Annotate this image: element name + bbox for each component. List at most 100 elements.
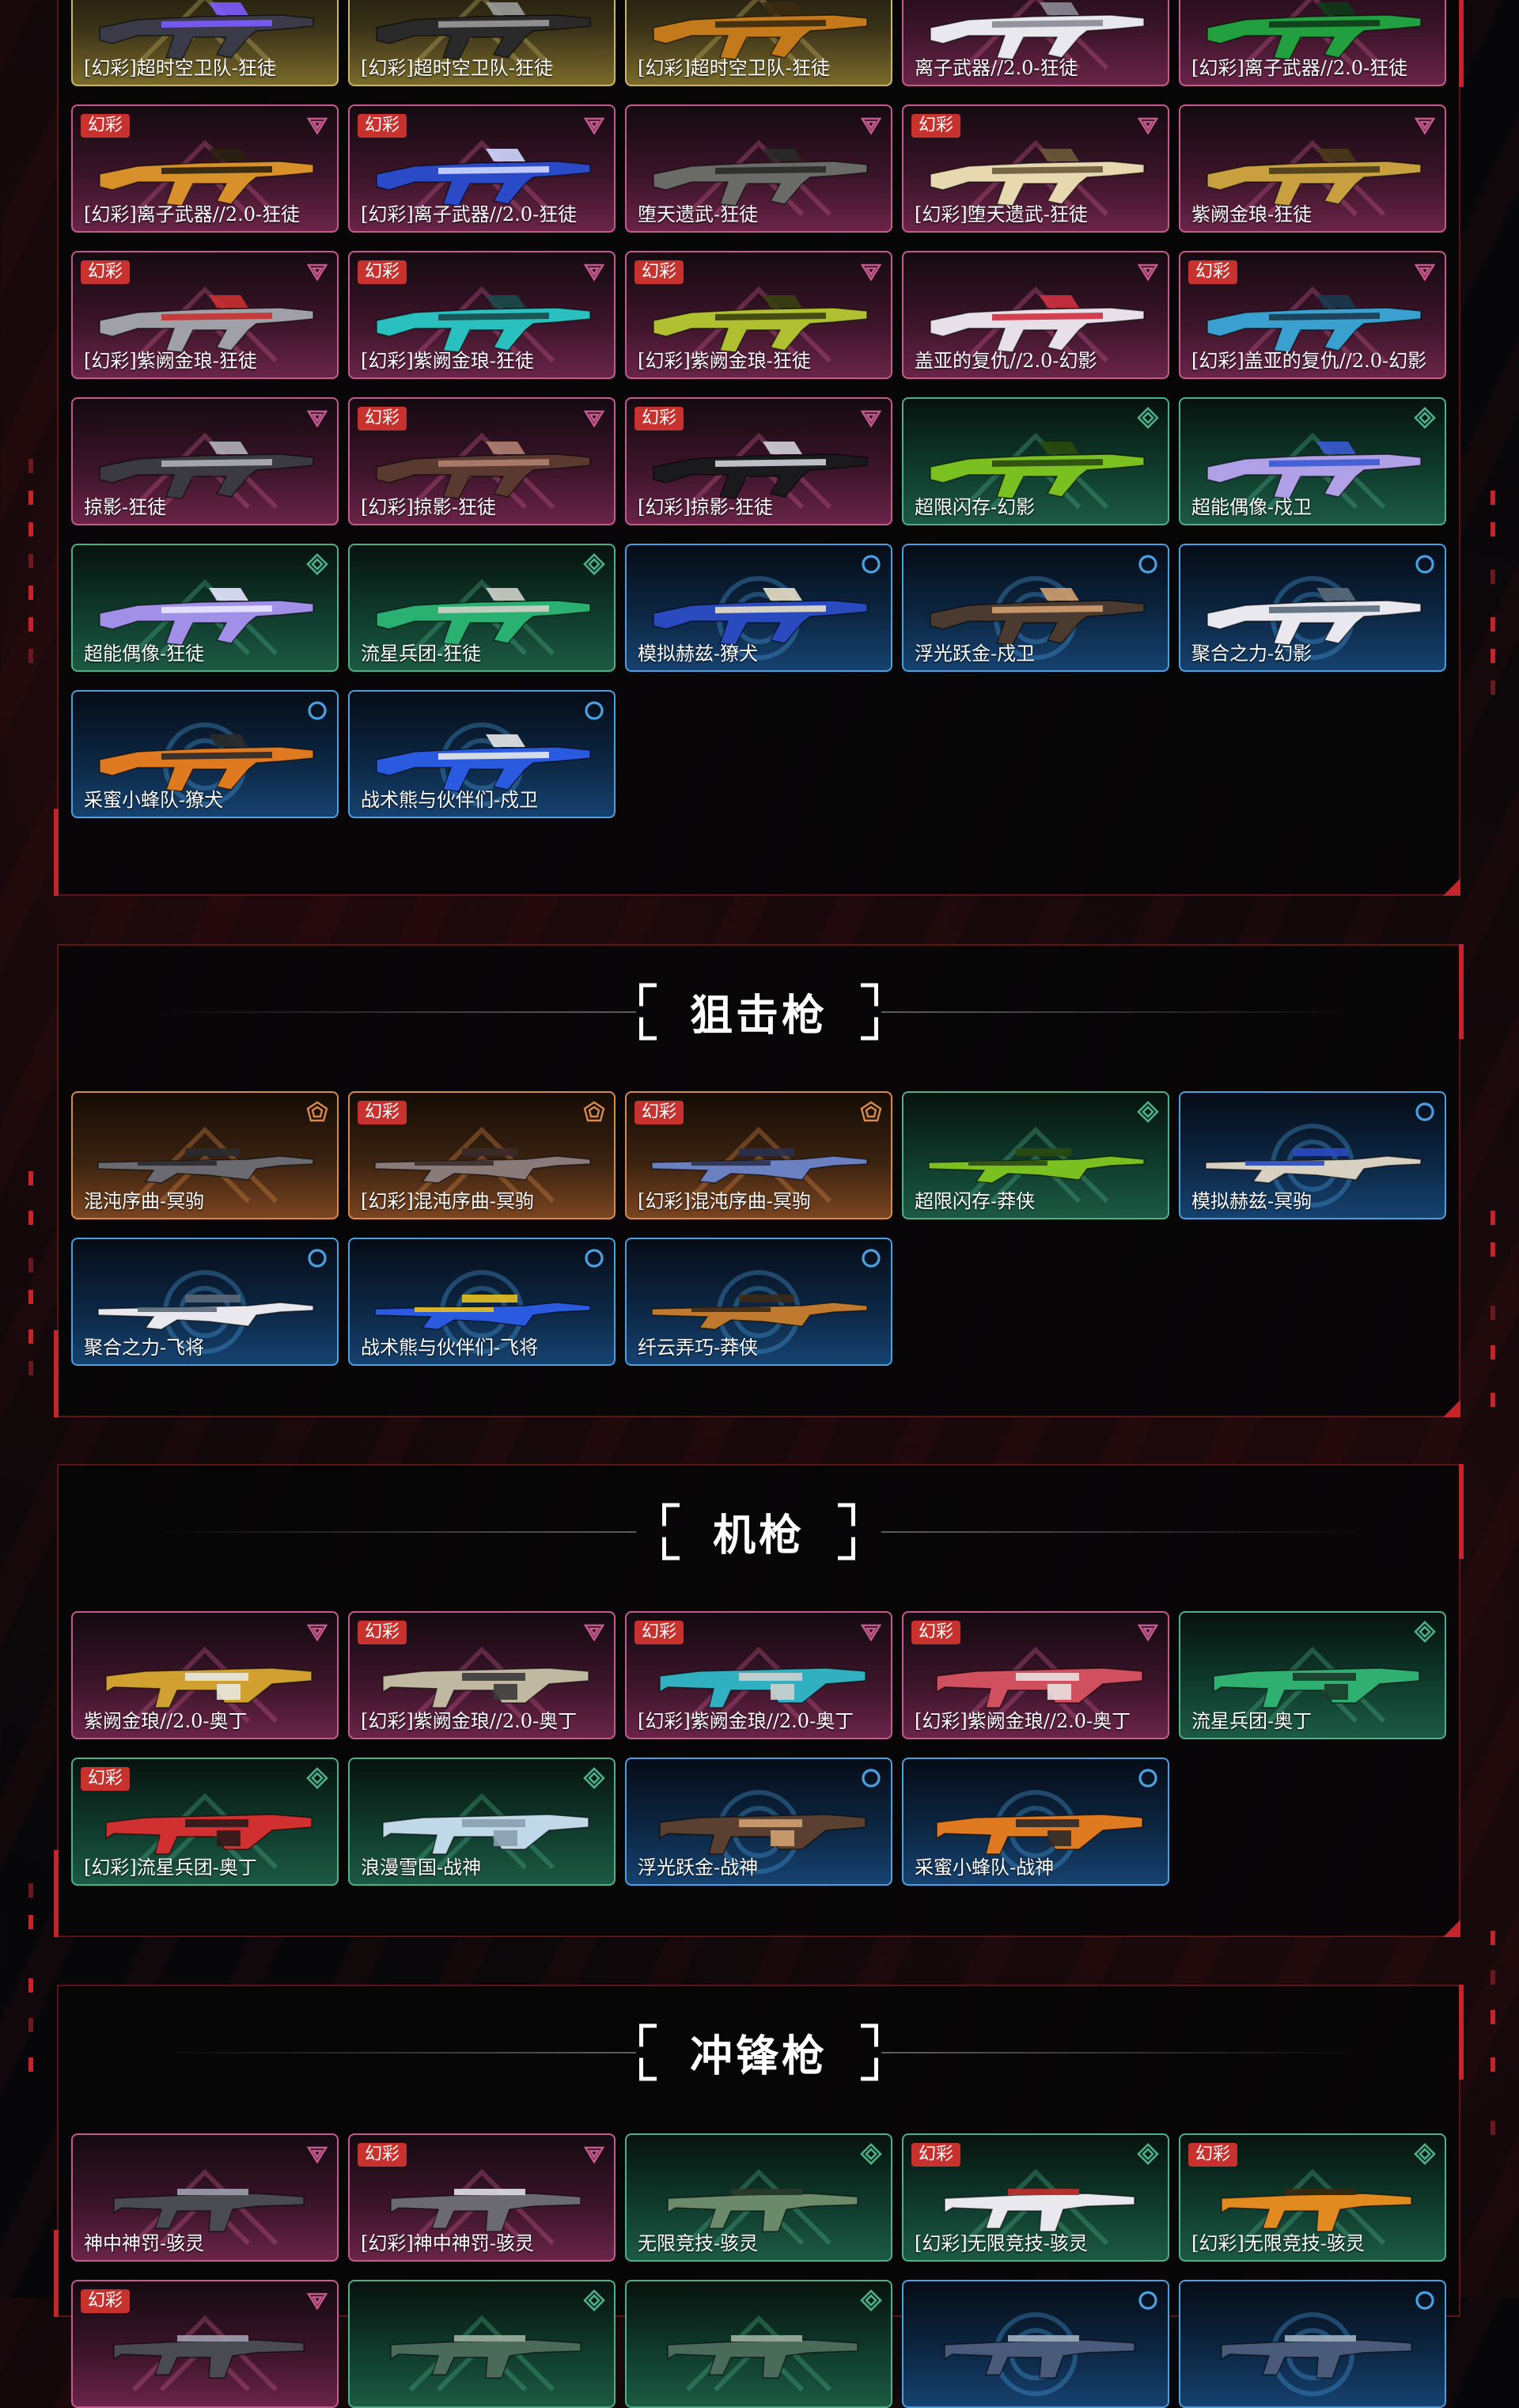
prismatic-badge: 幻彩 — [911, 114, 961, 138]
weapon-skin-card[interactable]: 模拟赫兹-冥驹 — [1179, 1091, 1446, 1219]
weapon-skin-card[interactable]: 幻彩[幻彩]混沌序曲-冥驹 — [348, 1091, 616, 1219]
weapon-skin-image — [1206, 588, 1422, 646]
weapon-skin-card[interactable]: 紫阙金琅-狂徒 — [1179, 104, 1446, 233]
side-dash — [1491, 1345, 1495, 1359]
skin-name-label: 超能偶像-狂徒 — [84, 643, 205, 665]
premium-tier-icon — [860, 1624, 882, 1642]
premium-tier-icon — [583, 264, 605, 282]
premium-tier-icon — [306, 2146, 328, 2164]
skin-name-label: [幻彩]堕天遗武-狂徒 — [915, 203, 1088, 226]
weapon-skin-card[interactable]: 幻彩[幻彩]紫阙金琅-狂徒 — [625, 251, 892, 379]
weapon-skin-card[interactable]: 聚合之力-飞将 — [71, 1238, 339, 1366]
header-line-right — [881, 1011, 1364, 1013]
weapon-skin-image — [659, 1667, 866, 1708]
weapon-skin-card[interactable]: 幻彩[幻彩]离子武器//2.0-狂徒 — [1179, 0, 1446, 86]
weapon-skin-card[interactable] — [348, 2280, 616, 2408]
weapon-skin-card[interactable]: 超能偶像-狂徒 — [71, 544, 339, 672]
section-title: 狙击枪 — [639, 980, 878, 1043]
skin-name-label: 混沌序曲-冥驹 — [84, 1190, 205, 1212]
skin-name-label: 流星兵团-狂徒 — [361, 643, 482, 665]
weapon-skin-card[interactable]: 浮光跃金-戍卫 — [902, 544, 1169, 672]
weapon-skin-image — [930, 2, 1145, 60]
weapon-skin-image — [930, 295, 1145, 353]
skin-name-label: [幻彩]混沌序曲-冥驹 — [638, 1190, 811, 1212]
weapon-skin-card[interactable]: 离子武器//2.0-狂徒 — [902, 0, 1169, 86]
weapon-skin-card[interactable]: 超能偶像-戍卫 — [1179, 397, 1446, 525]
premium-tier-icon — [306, 410, 328, 428]
skin-name-label: [幻彩]流星兵团-奥丁 — [84, 1856, 257, 1879]
deluxe-tier-icon — [306, 553, 328, 575]
weapon-skin-card[interactable]: 幻彩[幻彩]超时空卫队-狂徒 — [625, 0, 892, 86]
skin-name-label: [幻彩]离子武器//2.0-狂徒 — [84, 203, 301, 226]
weapon-skin-card[interactable]: 幻彩[幻彩]超时空卫队-狂徒 — [71, 0, 339, 86]
prismatic-badge: 幻彩 — [358, 260, 407, 284]
weapon-skin-card[interactable]: 堕天遗武-狂徒 — [625, 104, 892, 233]
side-dash — [28, 1915, 33, 1929]
side-dash — [1491, 649, 1495, 663]
weapon-skin-card[interactable]: 幻彩[幻彩]紫阙金琅-狂徒 — [71, 251, 339, 379]
weapon-skin-card[interactable]: 浮光跃金-战神 — [625, 1758, 892, 1886]
side-dash — [1491, 522, 1495, 537]
weapon-skin-card[interactable] — [1179, 2280, 1446, 2408]
skin-name-label: 战术熊与伙伴们-飞将 — [361, 1337, 539, 1359]
weapon-skin-card[interactable]: 幻彩 — [71, 2280, 339, 2408]
skin-name-label: 堕天遗武-狂徒 — [638, 203, 759, 226]
weapon-skin-card[interactable]: 超限闪存-莽侠 — [902, 1091, 1169, 1219]
weapon-skin-card[interactable]: 幻彩[幻彩]流星兵团-奥丁 — [71, 1758, 339, 1886]
weapon-skin-card[interactable]: 超限闪存-幻影 — [902, 397, 1169, 525]
weapon-skin-card[interactable]: 幻彩[幻彩]掠影-狂徒 — [625, 397, 892, 525]
weapon-skin-card[interactable]: 幻彩[幻彩]紫阙金琅-狂徒 — [348, 251, 616, 379]
skin-name-label: [幻彩]紫阙金琅//2.0-奥丁 — [361, 1710, 578, 1732]
weapon-skin-card[interactable]: 聚合之力-幻影 — [1179, 544, 1446, 672]
weapon-skin-card[interactable]: 幻彩[幻彩]离子武器//2.0-狂徒 — [348, 104, 616, 233]
weapon-skin-card[interactable]: 战术熊与伙伴们-戍卫 — [348, 690, 616, 818]
skin-name-label: [幻彩]紫阙金琅//2.0-奥丁 — [638, 1710, 854, 1732]
weapon-skin-card[interactable]: 采蜜小蜂队-獠犬 — [71, 690, 339, 818]
weapon-skin-card[interactable]: 幻彩 [幻彩]离子武器//2.0-狂徒 — [71, 104, 339, 233]
weapon-skin-card[interactable]: 混沌序曲-冥驹 — [71, 1091, 339, 1219]
premium-tier-icon — [583, 2146, 605, 2164]
weapon-skin-card[interactable]: 幻彩[幻彩]无限竞技-骇灵 — [902, 2133, 1169, 2262]
side-dash — [28, 1329, 33, 1344]
weapon-skin-image — [99, 588, 314, 646]
weapon-skin-card[interactable]: 战术熊与伙伴们-飞将 — [348, 1238, 616, 1366]
weapon-skin-card[interactable]: 幻彩[幻彩]掠影-狂徒 — [348, 397, 616, 525]
weapon-skin-image — [667, 2189, 858, 2232]
prismatic-badge: 幻彩 — [81, 114, 131, 138]
weapon-skin-card[interactable]: 幻彩[幻彩]无限竞技-骇灵 — [1179, 2133, 1446, 2262]
weapon-skin-card[interactable] — [625, 2280, 892, 2408]
weapon-skin-card[interactable]: 无限竞技-骇灵 — [625, 2133, 892, 2262]
premium-tier-icon — [583, 410, 605, 428]
weapon-skin-card[interactable] — [902, 2280, 1169, 2408]
weapon-skin-card[interactable]: 盖亚的复仇//2.0-幻影 — [902, 251, 1169, 379]
weapon-skin-card[interactable]: 采蜜小蜂队-战神 — [902, 1758, 1169, 1886]
weapon-skin-card[interactable]: 幻彩[幻彩]盖亚的复仇//2.0-幻影 — [1179, 251, 1446, 379]
weapon-skin-card[interactable]: 幻彩[幻彩]紫阙金琅//2.0-奥丁 — [348, 1611, 616, 1739]
weapon-skin-card[interactable]: 幻彩[幻彩]混沌序曲-冥驹 — [625, 1091, 892, 1219]
skin-name-label: 盖亚的复仇//2.0-幻影 — [915, 350, 1097, 372]
weapon-skin-image — [105, 1814, 313, 1855]
weapon-skin-card[interactable]: 幻彩 [幻彩]堕天遗武-狂徒 — [902, 104, 1169, 233]
weapon-skin-card[interactable]: 幻彩[幻彩]紫阙金琅//2.0-奥丁 — [625, 1611, 892, 1739]
premium-tier-icon — [1137, 1624, 1159, 1642]
weapon-skin-card[interactable]: 幻彩[幻彩]神中神罚-骇灵 — [348, 2133, 616, 2262]
machine-guns-panel: 机枪 紫阙金琅//2.0-奥丁幻彩[幻彩]紫阙金琅//2.0-奥丁幻彩[幻彩]紫… — [54, 1464, 1464, 1937]
weapon-skin-card[interactable]: 神中神罚-骇灵 — [71, 2133, 339, 2262]
weapon-skin-card[interactable]: 流星兵团-奥丁 — [1179, 1611, 1446, 1739]
deluxe-tier-icon — [1414, 2143, 1436, 2165]
weapon-skin-card[interactable]: 流星兵团-狂徒 — [348, 544, 616, 672]
weapon-skin-card[interactable]: 浪漫雪国-战神 — [348, 1758, 616, 1886]
premium-tier-icon — [306, 264, 328, 282]
skin-name-label: 模拟赫兹-冥驹 — [1191, 1190, 1313, 1212]
premium-tier-icon — [860, 410, 882, 428]
panel-corner — [1443, 1920, 1460, 1937]
weapon-skin-card[interactable]: 模拟赫兹-獠犬 — [625, 544, 892, 672]
weapon-skin-card[interactable]: 掠影-狂徒 — [71, 397, 339, 525]
side-dash — [28, 1211, 33, 1225]
weapon-skin-card[interactable]: 紫阙金琅//2.0-奥丁 — [71, 1611, 339, 1739]
weapon-skin-card[interactable]: 幻彩[幻彩]超时空卫队-狂徒 — [348, 0, 616, 86]
weapon-skin-card[interactable]: 幻彩[幻彩]紫阙金琅//2.0-奥丁 — [902, 1611, 1169, 1739]
weapon-skin-card[interactable]: 纤云弄巧-莽侠 — [625, 1238, 892, 1366]
select-tier-icon — [1138, 555, 1157, 574]
select-tier-icon — [862, 555, 881, 574]
